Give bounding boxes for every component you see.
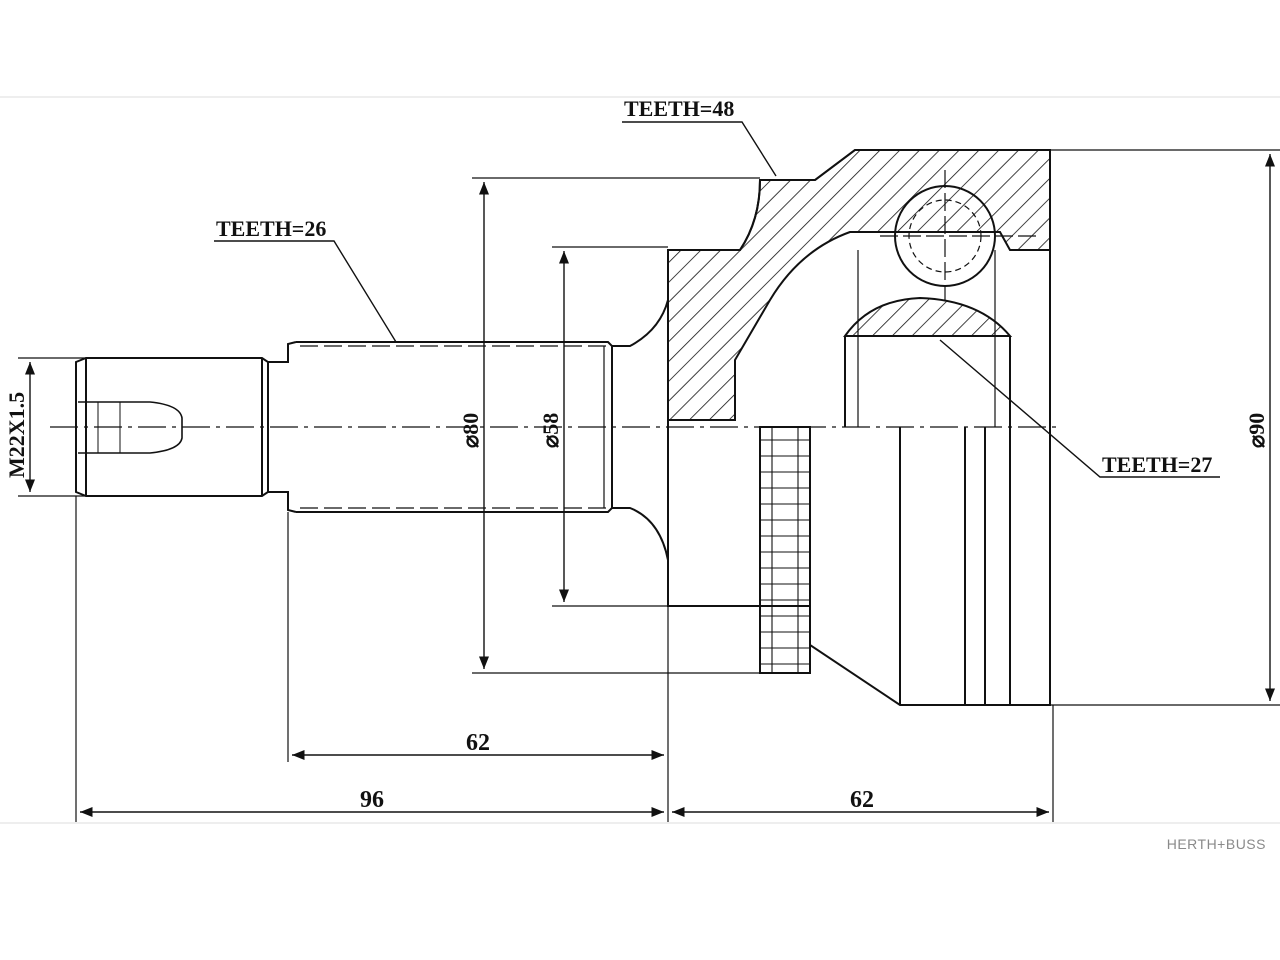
abs-teeth-lines bbox=[760, 427, 810, 673]
bell-fillet bbox=[612, 250, 669, 606]
label-len-62-housing: 62 bbox=[850, 787, 874, 813]
label-dia-58: ⌀58 bbox=[538, 413, 563, 448]
leader-teeth-48 bbox=[622, 121, 777, 177]
label-teeth-48: TEETH=48 bbox=[624, 96, 734, 121]
leader-teeth-27 bbox=[939, 339, 1220, 478]
label-thread: M22X1.5 bbox=[4, 392, 29, 478]
label-teeth-27: TEETH=27 bbox=[1102, 452, 1212, 477]
leader-teeth-26 bbox=[214, 240, 397, 343]
label-dia-90: ⌀90 bbox=[1244, 413, 1269, 448]
label-dia-80: ⌀80 bbox=[458, 413, 483, 448]
inner-race-hatched bbox=[843, 296, 1013, 337]
label-len-62-shaft: 62 bbox=[466, 730, 490, 756]
brand-watermark: HERTH+BUSS bbox=[1166, 836, 1266, 852]
label-len-96: 96 bbox=[360, 787, 384, 813]
abs-tooth-ring bbox=[759, 426, 811, 674]
label-teeth-26: TEETH=26 bbox=[216, 216, 326, 241]
keyway bbox=[78, 401, 183, 454]
shaft-neck bbox=[268, 341, 297, 513]
housing-section-hatched bbox=[667, 149, 1051, 421]
splined-shaft bbox=[296, 341, 613, 513]
